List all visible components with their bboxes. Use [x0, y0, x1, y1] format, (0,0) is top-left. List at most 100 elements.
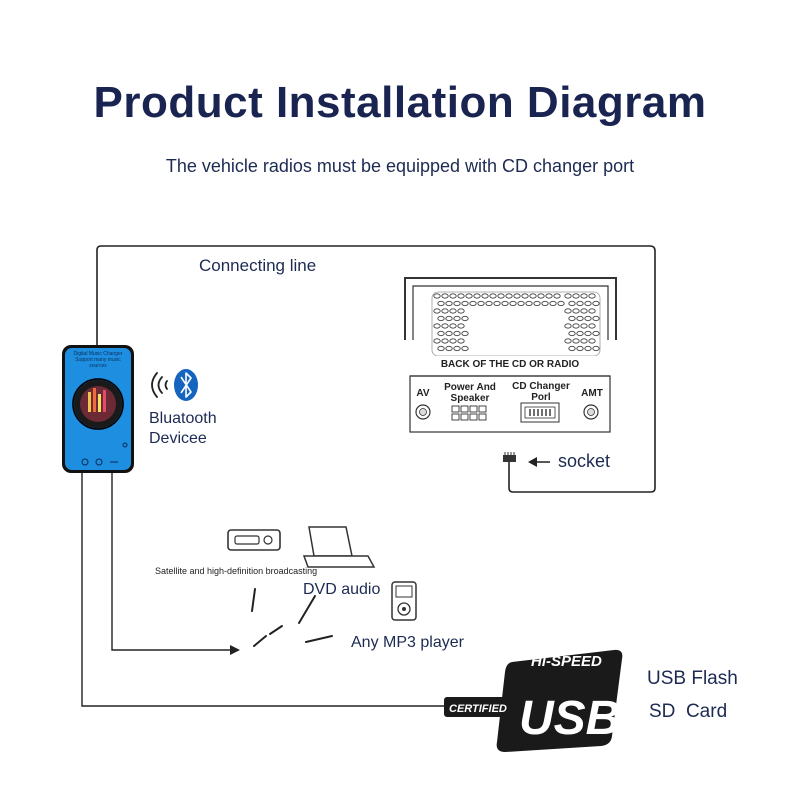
grille-hole — [584, 315, 592, 322]
grille-hole — [461, 345, 469, 352]
radio-cd-label: CD Changer Porl — [510, 381, 572, 403]
satellite-label: Satellite and high-definition broadcasti… — [155, 566, 318, 576]
grille-hole — [576, 330, 584, 337]
grille-hole — [449, 293, 457, 299]
grille-hole — [461, 300, 469, 307]
grille-hole — [588, 323, 596, 329]
grille-hole — [473, 293, 481, 299]
grille-hole — [449, 308, 457, 314]
grille-hole — [433, 308, 441, 314]
grille-hole — [568, 300, 576, 307]
grille-hole — [437, 300, 445, 307]
grille-hole — [568, 315, 576, 322]
grille-hole — [584, 330, 592, 337]
grille-hole — [469, 300, 477, 307]
grille-hole — [572, 338, 580, 344]
grille-hole — [580, 338, 588, 344]
grille-hole — [533, 300, 541, 307]
grille-hole — [457, 293, 465, 299]
grille-hole — [461, 330, 469, 337]
radio-cd-line2: Porl — [531, 392, 551, 403]
device-label-line1: Digital Music Changer — [73, 351, 123, 357]
grille-hole — [588, 338, 596, 344]
grille-hole — [509, 300, 517, 307]
bluetooth-label-line2: Devicee — [149, 430, 207, 447]
grille-hole — [457, 338, 465, 344]
device-label-line2: Support many music sources — [75, 357, 121, 369]
grille-hole — [441, 293, 449, 299]
mp3-player-label: Any MP3 player — [351, 634, 464, 651]
grille-hole — [457, 308, 465, 314]
grille-hole — [529, 293, 537, 299]
radio-cd-line1: CD Changer — [512, 381, 570, 392]
grille-hole — [572, 323, 580, 329]
grille-hole — [465, 293, 473, 299]
cd-player-icon — [227, 529, 281, 551]
grille-hole — [497, 293, 505, 299]
dvd-audio-label: DVD audio — [303, 581, 381, 598]
bluetooth-icon — [174, 369, 198, 401]
grille-hole — [445, 300, 453, 307]
radio-amt-label: AMT — [581, 388, 603, 399]
page-subtitle: The vehicle radios must be equipped with… — [165, 156, 635, 176]
grille-hole — [580, 293, 588, 299]
usb-cable — [81, 470, 460, 707]
grille-hole — [433, 323, 441, 329]
grille-hole — [449, 338, 457, 344]
usb-big-text: USB — [519, 692, 620, 745]
grille-hole — [572, 293, 580, 299]
socket-label: socket — [558, 451, 611, 471]
grille-hole — [433, 338, 441, 344]
grille-hole — [441, 308, 449, 314]
grille-hole — [501, 300, 509, 307]
grille-hole — [453, 330, 461, 337]
aux-cable — [111, 470, 236, 651]
grille-hole — [513, 293, 521, 299]
grille-hole — [493, 300, 501, 307]
grille-hole — [553, 293, 561, 299]
grille-hole — [557, 300, 565, 307]
grille-hole — [437, 345, 445, 352]
grille-hole — [592, 315, 600, 322]
radio-av-label: AV — [416, 388, 430, 399]
grille-hole — [453, 300, 461, 307]
grille-hole — [588, 308, 596, 314]
grille-hole — [576, 315, 584, 322]
radio-power-line2: Speaker — [450, 393, 490, 404]
grille-hole — [485, 300, 493, 307]
connecting-line — [96, 245, 656, 493]
mp3-player-icon — [391, 581, 417, 621]
laptop-icon — [302, 526, 376, 568]
grille-hole — [564, 338, 572, 344]
bluetooth-label-line1: Bluatooth — [149, 410, 217, 427]
grille-hole — [564, 308, 572, 314]
device-label: Digital Music Changer Support many music… — [66, 351, 130, 369]
grille-hole — [525, 300, 533, 307]
grille-hole — [441, 338, 449, 344]
usb-certified-text: CERTIFIED — [449, 703, 507, 715]
radio-back-label: BACK OF THE CD OR RADIO — [440, 359, 580, 370]
grille-hole — [445, 345, 453, 352]
grille-hole — [576, 300, 584, 307]
grille-hole — [433, 293, 441, 299]
radio-grille-holes — [433, 293, 600, 352]
grille-hole — [521, 293, 529, 299]
grille-hole — [592, 300, 600, 307]
grille-hole — [549, 300, 557, 307]
grille-hole — [564, 323, 572, 329]
grille-hole — [481, 293, 489, 299]
grille-hole — [445, 315, 453, 322]
grille-hole — [545, 293, 553, 299]
grille-hole — [572, 308, 580, 314]
grille-hole — [457, 323, 465, 329]
aux-plug-icon — [251, 588, 333, 647]
grille-hole — [564, 293, 572, 299]
grille-hole — [461, 315, 469, 322]
grille-hole — [592, 345, 600, 352]
grille-hole — [453, 345, 461, 352]
grille-hole — [576, 345, 584, 352]
grille-hole — [584, 345, 592, 352]
usb-logo-badge — [496, 649, 623, 752]
sd-card-label: SD Card — [649, 701, 728, 722]
